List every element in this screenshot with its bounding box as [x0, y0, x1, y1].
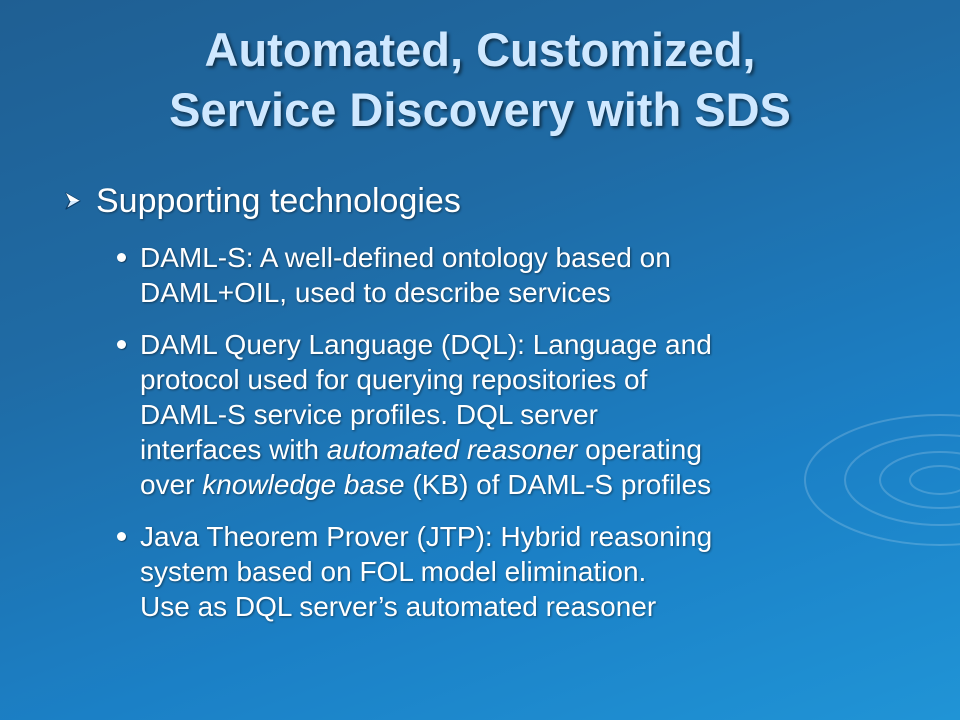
list-item-text: DAML-S: A well-defined ontology based on… — [140, 240, 671, 310]
text-segment: DAML Query Language (DQL): Language and — [140, 329, 712, 360]
emphasis-text: knowledge base — [202, 469, 405, 500]
title-line-2: Service Discovery with SDS — [169, 83, 791, 136]
emphasis-text: automated reasoner — [326, 434, 578, 465]
bullet-dot-icon — [117, 340, 126, 349]
sub-bullet-list: DAML-S: A well-defined ontology based on… — [115, 240, 905, 641]
text-segment: protocol used for querying repositories … — [140, 364, 648, 395]
text-segment: system based on FOL model elimination. — [140, 556, 647, 587]
bullet-dot-icon — [117, 532, 126, 541]
slide-title: Automated, Customized, Service Discovery… — [0, 20, 960, 140]
list-item: Java Theorem Prover (JTP): Hybrid reason… — [115, 519, 905, 624]
text-segment: DAML-S: A well-defined ontology based on — [140, 242, 671, 273]
list-item-line: DAML Query Language (DQL): Language and — [140, 327, 712, 362]
level1-bullet-text: Supporting technologies — [96, 182, 461, 220]
arrow-bullet-icon — [65, 192, 81, 210]
list-item-line: DAML-S: A well-defined ontology based on — [140, 240, 671, 275]
list-item-line: DAML+OIL, used to describe services — [140, 275, 671, 310]
bullet-dot-icon — [117, 253, 126, 262]
title-line-1: Automated, Customized, — [204, 23, 756, 76]
text-segment: operating — [577, 434, 702, 465]
list-item-line: Use as DQL server’s automated reasoner — [140, 589, 712, 624]
list-item: DAML Query Language (DQL): Language and p… — [115, 327, 905, 502]
list-item-text: Java Theorem Prover (JTP): Hybrid reason… — [140, 519, 712, 624]
text-segment: interfaces with — [140, 434, 327, 465]
text-segment: over — [140, 469, 203, 500]
text-segment: DAML+OIL, used to describe services — [140, 277, 611, 308]
list-item-line: DAML-S service profiles. DQL server — [140, 397, 712, 432]
text-segment: Java Theorem Prover (JTP): Hybrid reason… — [140, 521, 713, 552]
list-item-line: interfaces with automated reasoner opera… — [140, 432, 712, 467]
text-segment: DAML-S service profiles. DQL server — [140, 399, 598, 430]
list-item: DAML-S: A well-defined ontology based on… — [115, 240, 905, 310]
text-segment: (KB) of DAML-S profiles — [404, 469, 712, 500]
list-item-line: protocol used for querying repositories … — [140, 362, 712, 397]
text-segment: Use as DQL server’s automated reasoner — [140, 591, 657, 622]
level1-bullet: Supporting technologies — [62, 181, 461, 221]
list-item-line: Java Theorem Prover (JTP): Hybrid reason… — [140, 519, 712, 554]
list-item-line: system based on FOL model elimination. — [140, 554, 712, 589]
list-item-text: DAML Query Language (DQL): Language and p… — [140, 327, 712, 502]
list-item-line: over knowledge base (KB) of DAML-S profi… — [140, 467, 712, 502]
